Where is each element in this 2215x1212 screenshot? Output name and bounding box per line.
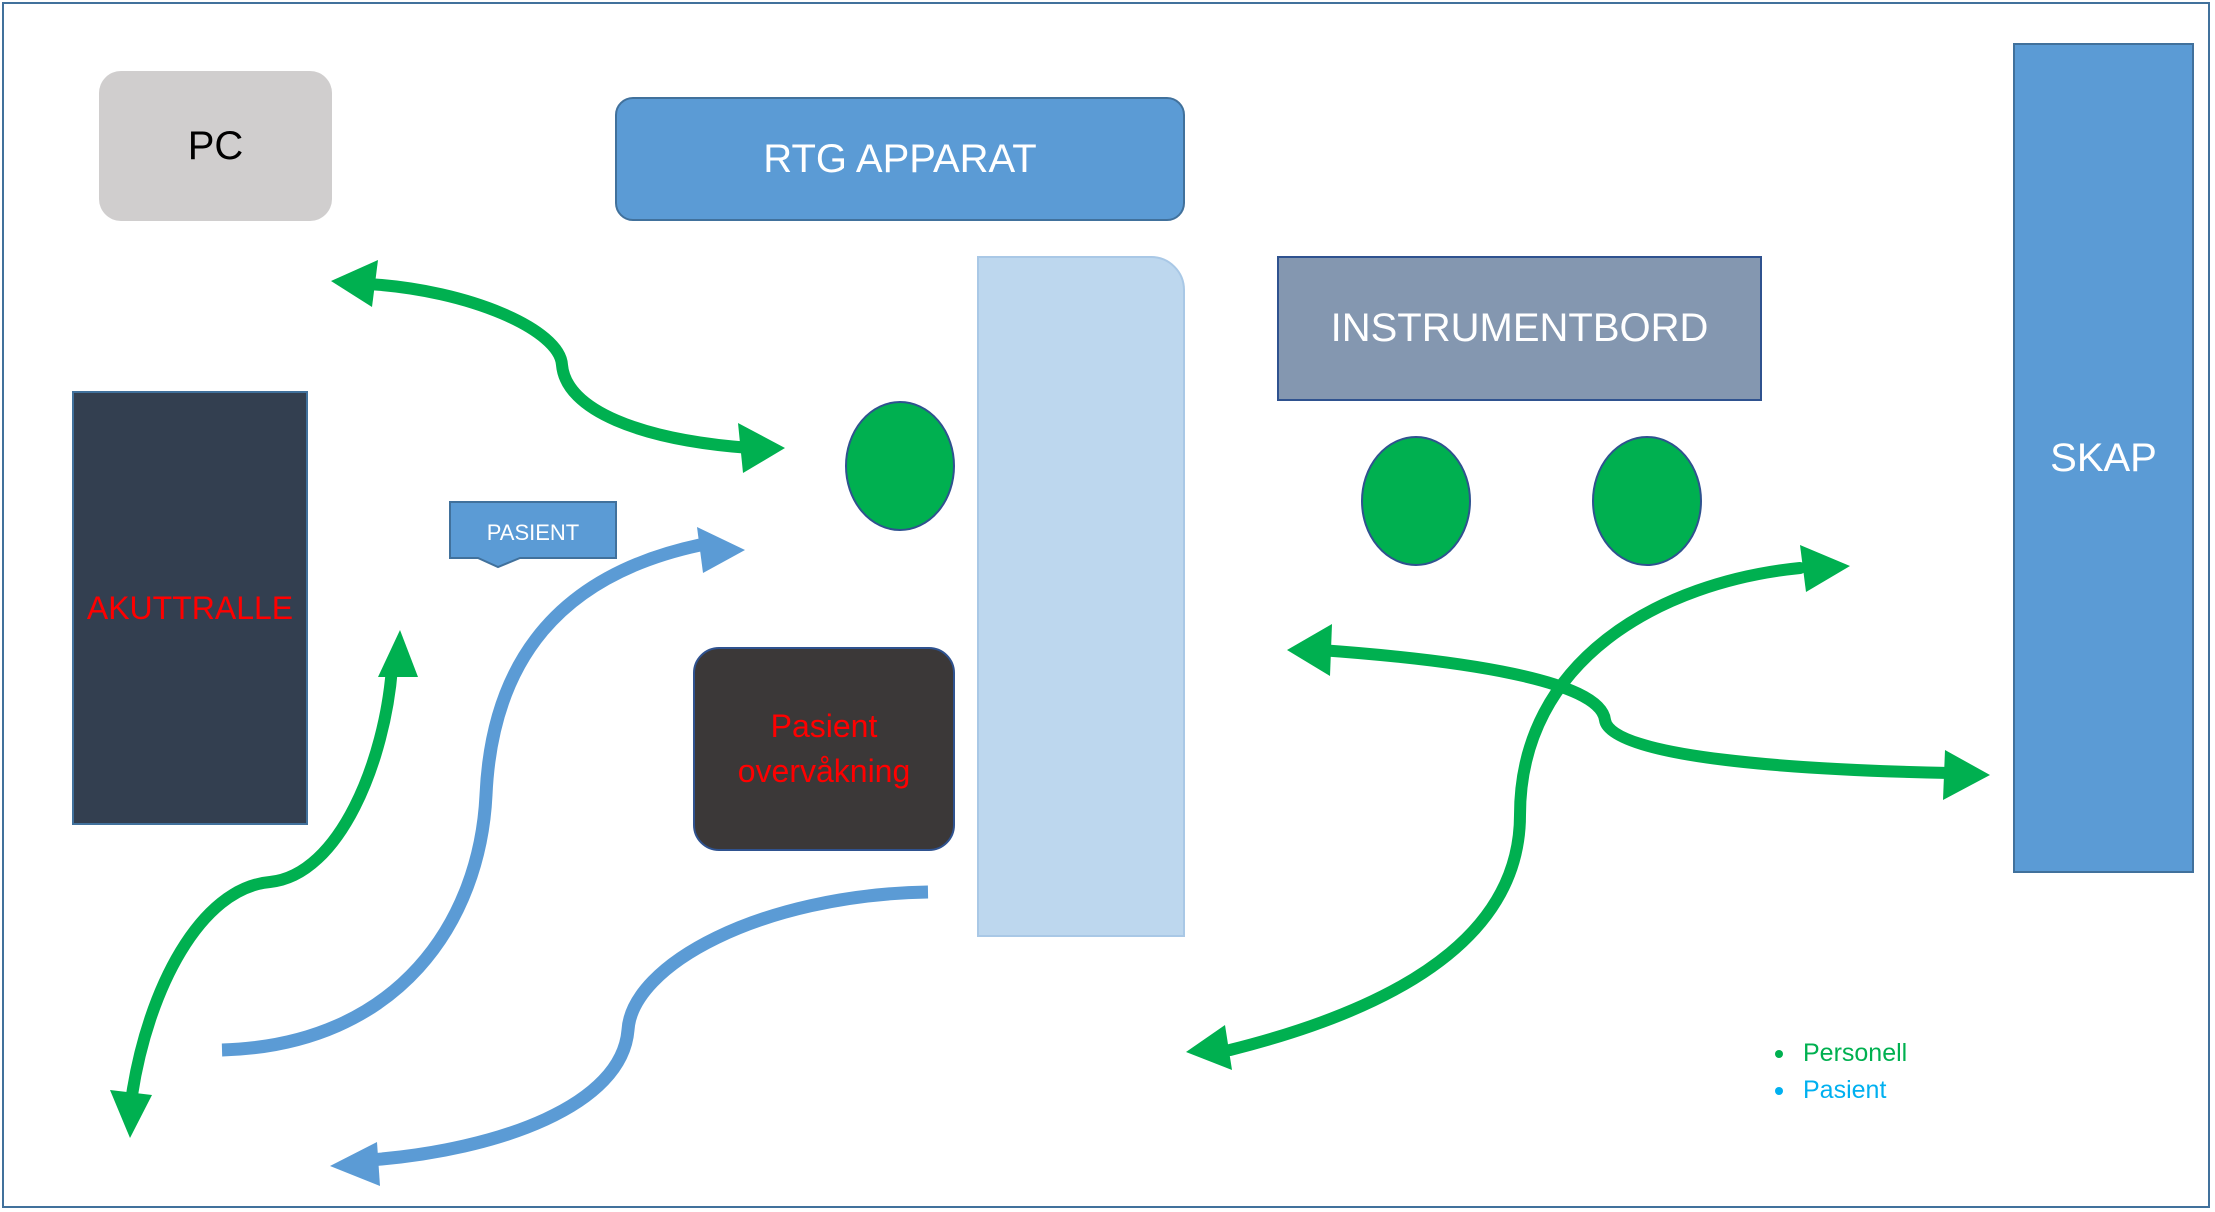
rtg-apparat-box: RTG APPARAT bbox=[615, 97, 1185, 221]
person-icon bbox=[1592, 436, 1702, 566]
bullet-icon bbox=[1775, 1049, 1783, 1058]
legend: Personell Pasient bbox=[1775, 1035, 1907, 1109]
personell-path-right-2 bbox=[1224, 562, 1806, 1056]
pc-box: PC bbox=[99, 71, 332, 221]
pasient-callout: PASIENT bbox=[449, 501, 617, 569]
arrowhead-icon bbox=[1800, 545, 1850, 592]
arrowhead-icon bbox=[331, 260, 378, 307]
examination-table bbox=[977, 256, 1185, 937]
akuttralle-box: AKUTTRALLE bbox=[72, 391, 308, 825]
arrowhead-icon bbox=[378, 630, 418, 677]
pasient-path-1 bbox=[221, 538, 702, 1057]
legend-label-pasient: Pasient bbox=[1803, 1076, 1887, 1104]
arrowhead-icon bbox=[738, 423, 785, 473]
akuttralle-label: AKUTTRALLE bbox=[86, 589, 294, 626]
legend-label-personell: Personell bbox=[1803, 1039, 1908, 1067]
patient-monitor-label-line1: Pasient bbox=[770, 708, 878, 744]
rtg-apparat-label: RTG APPARAT bbox=[763, 136, 1037, 181]
pc-label: PC bbox=[187, 123, 244, 168]
skap-box: SKAP bbox=[2013, 43, 2194, 873]
personell-path-akuttralle bbox=[126, 662, 398, 1101]
patient-monitor-label-line2: overvåkning bbox=[737, 753, 911, 789]
legend-item-personell: Personell bbox=[1775, 1035, 1907, 1072]
legend-item-pasient: Pasient bbox=[1775, 1072, 1907, 1109]
pasient-callout-label: PASIENT bbox=[487, 520, 580, 545]
arrowhead-icon bbox=[330, 1142, 380, 1186]
instrumentbord-label: INSTRUMENTBORD bbox=[1330, 306, 1709, 350]
arrowhead-icon bbox=[1943, 750, 1990, 800]
patient-monitor-box: Pasient overvåkning bbox=[693, 647, 955, 851]
arrowhead-icon bbox=[1287, 624, 1332, 676]
skap-label: SKAP bbox=[2050, 435, 2157, 480]
personell-path-pc bbox=[362, 278, 756, 454]
arrowhead-icon bbox=[1186, 1025, 1232, 1070]
person-icon bbox=[1361, 436, 1471, 566]
instrumentbord-box: INSTRUMENTBORD bbox=[1277, 256, 1762, 401]
person-icon bbox=[845, 401, 955, 531]
personell-path-right-1 bbox=[1314, 644, 1956, 779]
pasient-path-2 bbox=[369, 885, 929, 1167]
bullet-icon bbox=[1775, 1086, 1783, 1095]
arrowhead-icon bbox=[110, 1090, 152, 1138]
arrowhead-icon bbox=[697, 527, 745, 573]
